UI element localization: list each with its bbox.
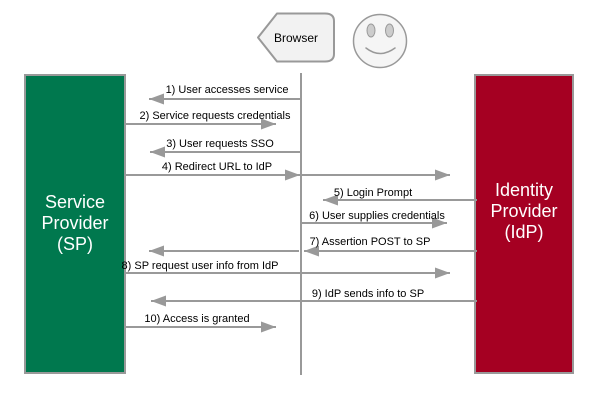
- message-9-label: 9) IdP sends info to SP: [312, 288, 424, 300]
- message-2: 2) Service requests credentials: [126, 110, 291, 130]
- message-4: 4) Redirect URL to IdP: [126, 161, 450, 181]
- idp-label-line3: (IdP): [504, 222, 543, 242]
- message-5: 5) Login Prompt: [323, 187, 477, 206]
- message-6: 6) User supplies credentials: [301, 210, 447, 229]
- message-10-label: 10) Access is granted: [144, 313, 249, 325]
- message-6-label: 6) User supplies credentials: [309, 210, 445, 222]
- message-10: 10) Access is granted: [126, 313, 276, 333]
- message-3: 3) User requests SSO: [150, 138, 301, 158]
- message-7-label: 7) Assertion POST to SP: [310, 236, 431, 248]
- message-3-label: 3) User requests SSO: [166, 138, 274, 150]
- smiley-smile-icon: [365, 47, 396, 55]
- message-1-label: 1) User accesses service: [166, 84, 289, 96]
- sp-label-line3: (SP): [57, 234, 93, 254]
- idp-label-line2: Provider: [490, 201, 557, 221]
- browser-shape: [257, 12, 335, 63]
- smiley-left-eye-icon: [366, 23, 376, 38]
- user-actor: [352, 13, 408, 69]
- browser-label: Browser: [274, 31, 318, 45]
- browser-actor: Browser: [257, 12, 335, 63]
- message-8: 8) SP request user info from IdP: [122, 260, 450, 279]
- sp-label-line2: Provider: [41, 213, 108, 233]
- message-9: 9) IdP sends info to SP: [151, 288, 477, 307]
- smiley-face-icon: [352, 13, 408, 69]
- sp-label-line1: Service: [45, 192, 105, 212]
- message-1: 1) User accesses service: [149, 84, 301, 105]
- participant-service-provider: Service Provider (SP): [24, 74, 126, 374]
- idp-label-line1: Identity: [495, 180, 553, 200]
- smiley-right-eye-icon: [385, 23, 394, 38]
- identity-provider-box: [474, 74, 574, 374]
- service-provider-box: [24, 74, 126, 374]
- message-8-label: 8) SP request user info from IdP: [122, 260, 279, 272]
- message-4-label: 4) Redirect URL to IdP: [162, 161, 272, 173]
- participant-identity-provider: Identity Provider (IdP): [474, 74, 574, 374]
- message-5-label: 5) Login Prompt: [334, 187, 412, 199]
- message-2-label: 2) Service requests credentials: [139, 110, 291, 122]
- message-7: 7) Assertion POST to SP: [149, 236, 477, 257]
